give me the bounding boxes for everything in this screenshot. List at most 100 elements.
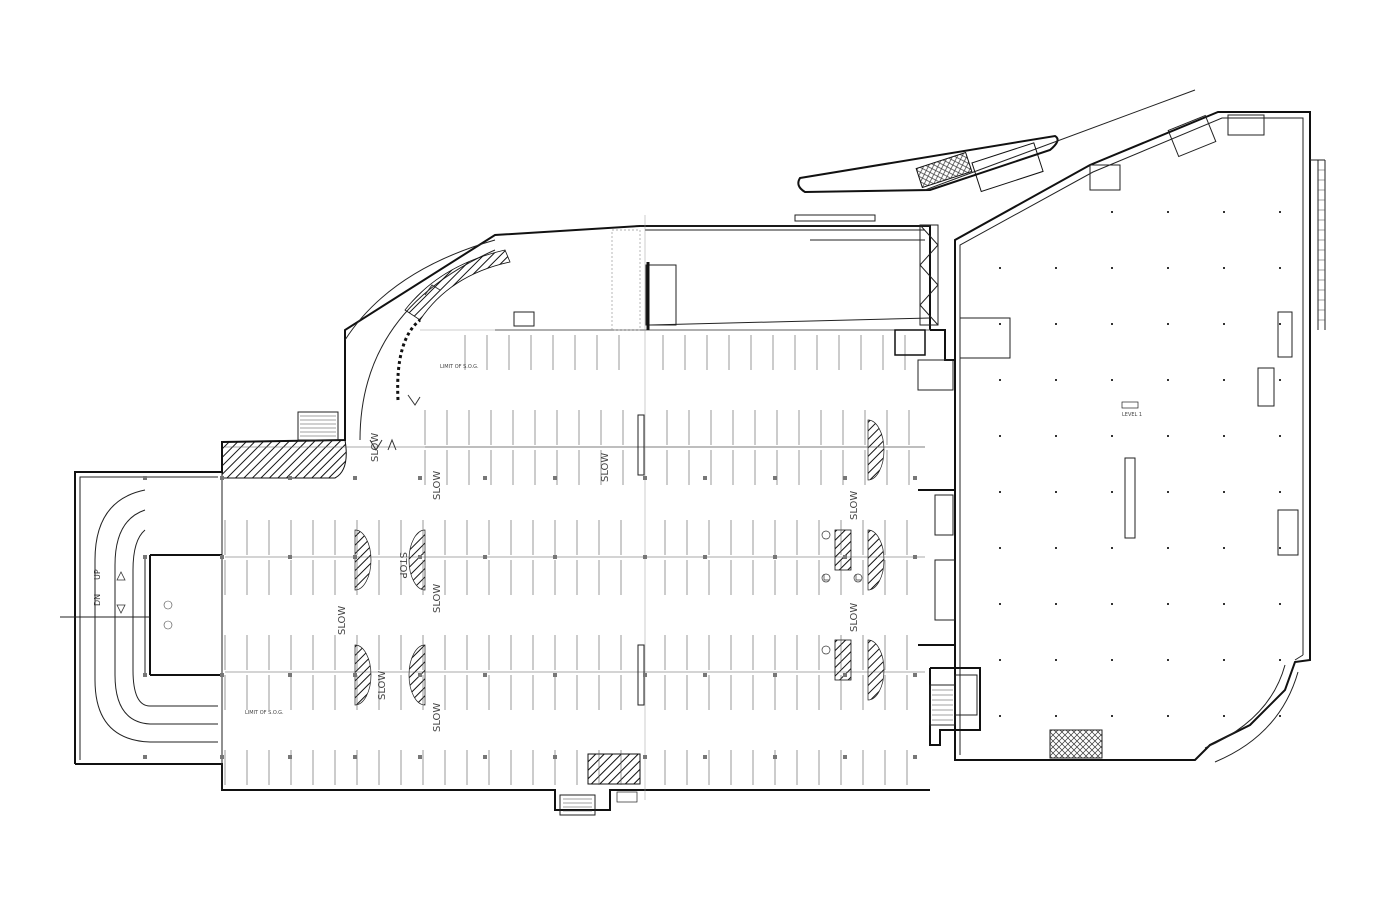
column-grid-marker-icon: [1279, 323, 1281, 325]
column-grid-marker-icon: [143, 476, 147, 480]
column-grid-marker-icon: [703, 755, 707, 759]
column-grid-marker-icon: [913, 555, 917, 559]
ramp-down-label: DN: [93, 594, 102, 606]
hatched-zones: [221, 249, 852, 785]
column-grid-marker-icon: [1111, 267, 1113, 269]
column-grid-marker-icon: [1279, 435, 1281, 437]
column-grid-marker-icon: [703, 476, 707, 480]
column-grid-marker-icon: [843, 476, 847, 480]
column-grid-marker-icon: [418, 555, 422, 559]
stair-icon: [559, 794, 596, 816]
column-grid-marker-icon: [1055, 659, 1057, 661]
column-grid-marker-icon: [999, 435, 1001, 437]
column-grid-marker-icon: [1279, 267, 1281, 269]
column-grid-marker-icon: [143, 555, 147, 559]
column-grid-marker-icon: [773, 555, 777, 559]
column-grid-marker-icon: [418, 673, 422, 677]
column-grid-marker-icon: [1223, 603, 1225, 605]
accessible-parking-icon: [821, 530, 831, 540]
accessible-parking-icon: [821, 645, 831, 655]
stair-icon: [297, 411, 339, 441]
column-grid-marker-icon: [553, 755, 557, 759]
column-grid-marker-icon: [483, 555, 487, 559]
column-grid-marker-icon: [353, 555, 357, 559]
column-grid-marker-icon: [1167, 379, 1169, 381]
column-grid-marker-icon: [1055, 715, 1057, 717]
column-grid-marker-icon: [553, 476, 557, 480]
column-grid-marker-icon: [483, 476, 487, 480]
direction-arrow-icon: [369, 439, 383, 451]
slow-marking-6: SLOW: [377, 671, 388, 700]
column-grid-marker-icon: [220, 755, 224, 759]
column-grid-marker-icon: [1167, 211, 1169, 213]
retail-column-grid: [999, 211, 1281, 717]
column-grid-marker-icon: [1279, 491, 1281, 493]
column-grid-marker-icon: [220, 476, 224, 480]
slow-marking-5: SLOW: [337, 606, 348, 635]
slow-marking-4: SLOW: [432, 584, 443, 613]
column-grid-marker-icon: [773, 755, 777, 759]
column-grid-marker-icon: [1167, 491, 1169, 493]
column-grid-marker-icon: [773, 476, 777, 480]
column-grid-marker-icon: [1055, 547, 1057, 549]
column-semicircles: [354, 419, 885, 706]
column-grid-marker-icon: [643, 476, 647, 480]
slow-marking-7: SLOW: [432, 703, 443, 732]
column-grid-marker-icon: [999, 715, 1001, 717]
column-grid-marker-icon: [1111, 435, 1113, 437]
column-grid-marker-icon: [913, 476, 917, 480]
column-grid-marker-icon: [143, 755, 147, 759]
column-grid-marker-icon: [1111, 547, 1113, 549]
retail-building: LEVEL 1: [954, 111, 1326, 763]
column-grid-marker-icon: [843, 673, 847, 677]
column-grid-marker-icon: [1111, 603, 1113, 605]
column-grid-marker-icon: [999, 379, 1001, 381]
accessible-parking-icon: [821, 573, 831, 583]
column-grid-marker-icon: [1167, 323, 1169, 325]
column-grid-marker-icon: [1111, 491, 1113, 493]
column-grid-marker-icon: [1223, 435, 1225, 437]
column-grid-marker-icon: [1111, 211, 1113, 213]
column-grid-marker-icon: [1223, 659, 1225, 661]
slow-marking-1: SLOW: [370, 433, 381, 462]
column-grid-marker-icon: [1111, 659, 1113, 661]
column-grid-marker-icon: [1279, 715, 1281, 717]
column-grid-marker-icon: [1223, 323, 1225, 325]
column-grid-marker-icon: [643, 755, 647, 759]
column-grid-marker-icon: [843, 555, 847, 559]
column-grid-marker-icon: [1167, 547, 1169, 549]
column-grid-marker-icon: [999, 267, 1001, 269]
column-grid-marker-icon: [1111, 323, 1113, 325]
column-grid-marker-icon: [1279, 211, 1281, 213]
column-grid-marker-icon: [703, 673, 707, 677]
column-grid-marker-icon: [1279, 659, 1281, 661]
slow-marking-2: SLOW: [600, 453, 611, 482]
direction-arrows: [369, 284, 441, 451]
column-grid-marker-icon: [1223, 211, 1225, 213]
direction-arrow-icon: [424, 284, 441, 296]
column-grid-marker-icon: [288, 476, 292, 480]
column-grid-marker-icon: [1223, 715, 1225, 717]
parking-stalls: [224, 335, 925, 785]
column-grid-marker-icon: [220, 673, 224, 677]
limit-label-1: LIMIT OF S.O.G.: [440, 364, 479, 370]
limit-label-2: LIMIT OF S.O.G.: [245, 710, 284, 716]
connector-cores: [894, 317, 1011, 746]
column-grid-marker-icon: [1111, 379, 1113, 381]
slow-marking-3: SLOW: [432, 471, 443, 500]
column-grid-marker-icon: [843, 755, 847, 759]
column-grid-marker-icon: [999, 603, 1001, 605]
column-grid-marker-icon: [913, 755, 917, 759]
slow-marking-8: SLOW: [849, 491, 860, 520]
column-grid-marker-icon: [1279, 547, 1281, 549]
column-grid-marker-icon: [1055, 491, 1057, 493]
column-grid-marker-icon: [1167, 715, 1169, 717]
column-grid-marker-icon: [999, 547, 1001, 549]
column-grid-marker-icon: [288, 673, 292, 677]
column-grid-marker-icon: [1167, 267, 1169, 269]
column-grid-marker-icon: [1223, 379, 1225, 381]
column-grid-marker-icon: [999, 491, 1001, 493]
column-grid-marker-icon: [553, 555, 557, 559]
column-grid-marker-icon: [483, 673, 487, 677]
